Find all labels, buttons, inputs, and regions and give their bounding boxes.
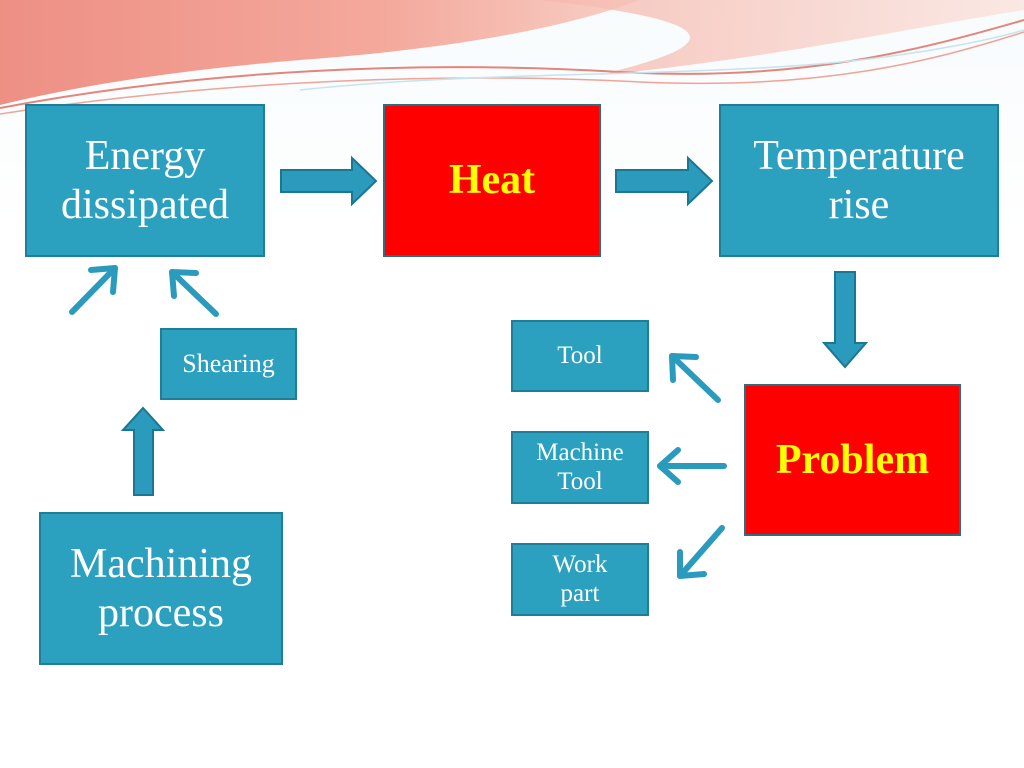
- machining-process-line1: Machining: [70, 541, 252, 588]
- machining-process-line2: process: [98, 589, 224, 636]
- heat-label: Heat: [448, 157, 536, 204]
- arrow-temperature-to-problem: [821, 271, 869, 369]
- arrows-shearing-to-energy: [69, 265, 219, 317]
- shearing-label: Shearing: [182, 349, 275, 379]
- machine-tool-line2: Tool: [557, 467, 603, 495]
- arrows-problem-to-targets: [657, 353, 727, 579]
- shearing-box: Shearing: [160, 328, 297, 400]
- work-part-line2: part: [560, 579, 600, 607]
- energy-dissipated-box: Energy dissipated: [25, 104, 265, 257]
- energy-dissipated-line2: dissipated: [61, 181, 229, 228]
- arrow-heat-to-temperature: [615, 155, 714, 207]
- work-part-box: Work part: [511, 543, 649, 616]
- energy-dissipated-line1: Energy: [84, 133, 206, 180]
- work-part-line1: Work: [552, 550, 608, 578]
- tool-label: Tool: [557, 341, 603, 369]
- temperature-rise-box: Temperature rise: [719, 104, 999, 257]
- decorative-header-swoosh: [0, 0, 1024, 115]
- arrow-energy-to-heat: [280, 155, 378, 207]
- tool-box: Tool: [511, 320, 649, 392]
- temperature-rise-line2: rise: [828, 181, 890, 228]
- heat-box: Heat: [383, 104, 601, 257]
- problem-label: Problem: [775, 436, 930, 483]
- machine-tool-box: Machine Tool: [511, 431, 649, 504]
- machine-tool-line1: Machine: [536, 438, 624, 466]
- temperature-rise-line1: Temperature: [753, 133, 965, 180]
- machining-process-box: Machining process: [39, 512, 283, 665]
- arrow-machining-to-shearing: [120, 406, 166, 496]
- problem-box: Problem: [744, 384, 961, 536]
